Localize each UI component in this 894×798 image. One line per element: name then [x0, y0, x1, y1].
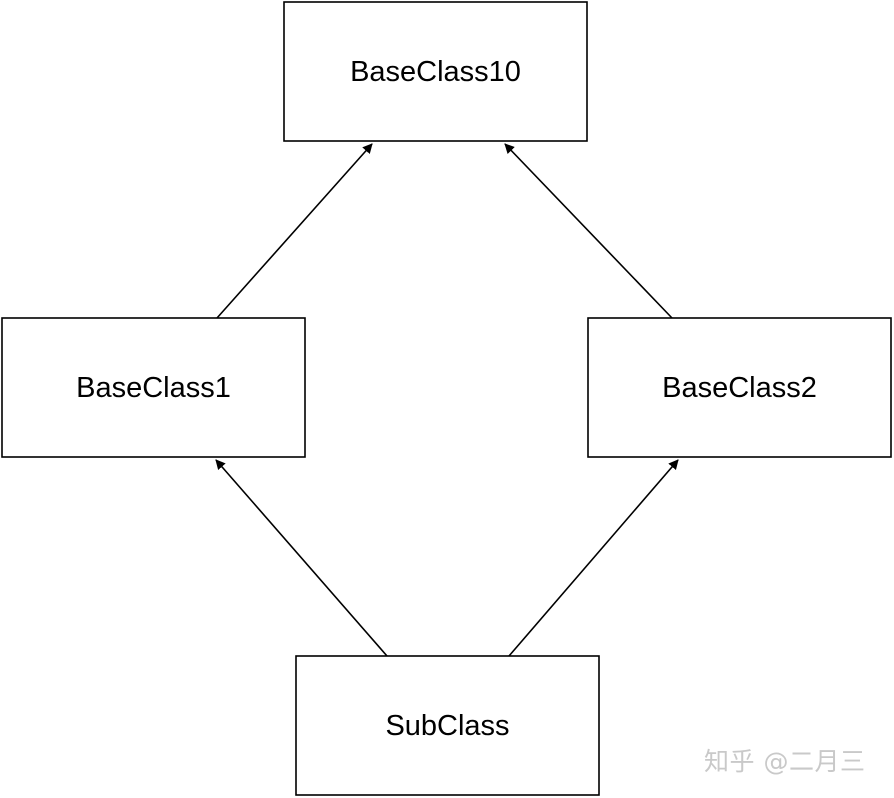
edge-sub-to-base2 — [508, 459, 679, 657]
edge-base2-to-base10 — [504, 143, 673, 319]
node-label: BaseClass2 — [662, 372, 817, 404]
edge-base1-to-base10 — [216, 143, 373, 319]
node-box — [283, 1, 588, 142]
node-base-class-2: BaseClass2 — [587, 317, 892, 458]
edges — [215, 143, 679, 657]
node-sub-class: SubClass — [295, 655, 600, 796]
node-box — [295, 655, 600, 796]
node-label: BaseClass10 — [350, 56, 521, 88]
node-label: SubClass — [385, 710, 509, 742]
node-label: BaseClass1 — [76, 372, 231, 404]
node-base-class-10: BaseClass10 — [283, 1, 588, 142]
node-box — [1, 317, 306, 458]
edge-sub-to-base1 — [215, 459, 388, 657]
zhihu-watermark: 知乎 @二月三 — [704, 747, 866, 776]
node-box — [587, 317, 892, 458]
node-base-class-1: BaseClass1 — [1, 317, 306, 458]
